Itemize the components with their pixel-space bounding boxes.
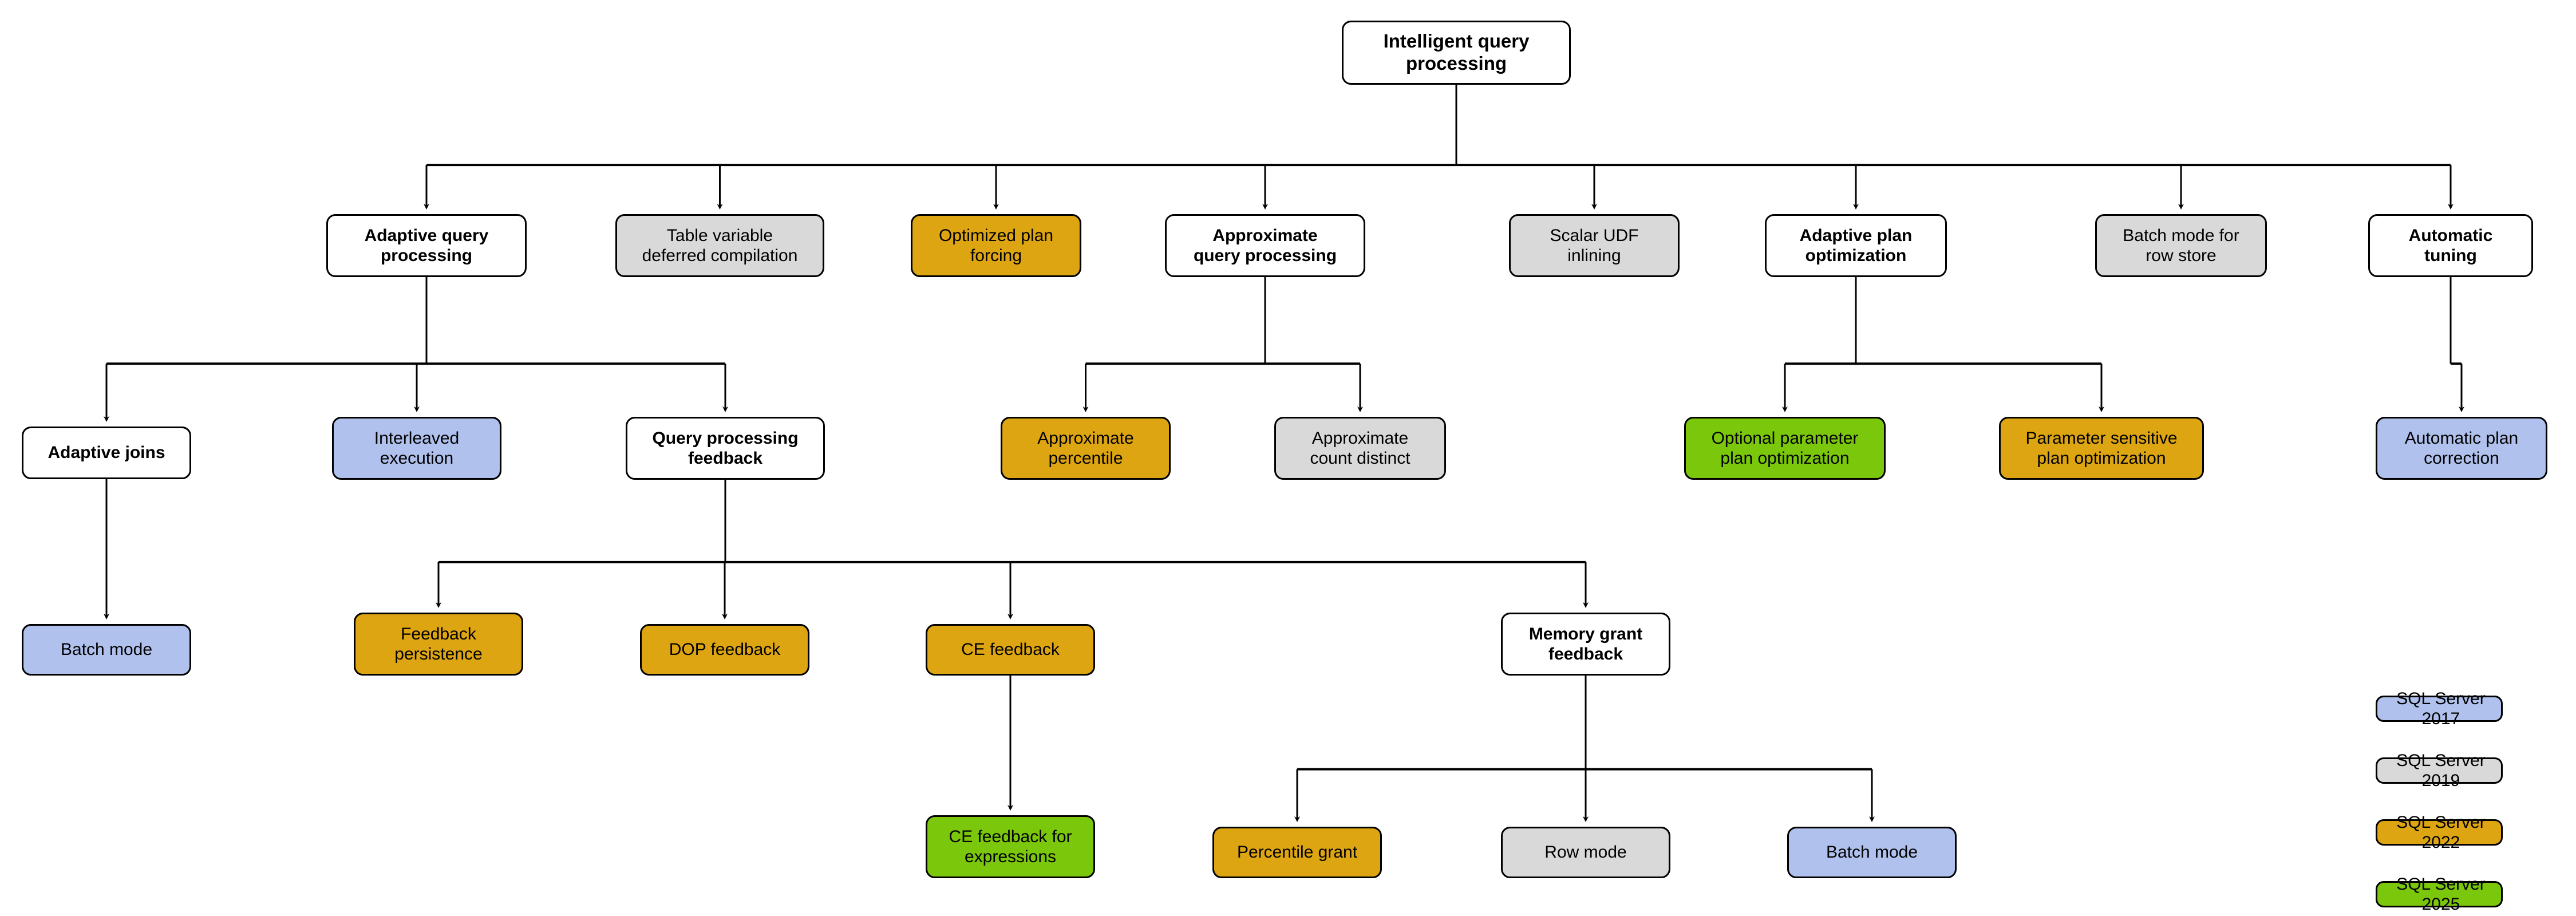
node-root[interactable]: Intelligent query processing bbox=[1342, 21, 1571, 85]
node-label: Parameter sensitive plan optimization bbox=[2025, 428, 2178, 468]
node-label: Optimized plan forcing bbox=[938, 226, 1054, 265]
node-label: Adaptive joins bbox=[48, 443, 165, 463]
node-query-processing-feedback[interactable]: Query processing feedback bbox=[626, 417, 825, 480]
node-row-mode[interactable]: Row mode bbox=[1501, 827, 1670, 878]
node-batch-mode-for-row-store[interactable]: Batch mode for row store bbox=[2095, 214, 2267, 277]
node-percentile-grant[interactable]: Percentile grant bbox=[1212, 827, 1382, 878]
legend-item-sql-server-2025[interactable]: SQL Server 2025 bbox=[2376, 875, 2503, 914]
node-interleaved-execution[interactable]: Interleaved execution bbox=[332, 417, 501, 480]
node-automatic-plan-correction[interactable]: Automatic plan correction bbox=[2376, 417, 2547, 480]
node-approximate-query-processing[interactable]: Approximate query processing bbox=[1165, 214, 1365, 277]
legend-item-label: SQL Server 2025 bbox=[2396, 874, 2486, 914]
node-label: Automatic plan correction bbox=[2404, 428, 2519, 468]
node-label: Percentile grant bbox=[1236, 843, 1358, 862]
node-label: DOP feedback bbox=[669, 640, 781, 660]
node-label: Interleaved execution bbox=[374, 428, 460, 468]
node-label: Batch mode bbox=[1826, 843, 1918, 862]
node-adaptive-query-processing[interactable]: Adaptive query processing bbox=[326, 214, 527, 277]
node-label: Optional parameter plan optimization bbox=[1711, 428, 1859, 468]
node-feedback-persistence[interactable]: Feedback persistence bbox=[354, 613, 523, 676]
node-label: Adaptive query processing bbox=[364, 226, 489, 265]
node-adaptive-joins[interactable]: Adaptive joins bbox=[22, 427, 191, 479]
legend-item-sql-server-2017[interactable]: SQL Server 2017 bbox=[2376, 689, 2503, 728]
node-label: Memory grant feedback bbox=[1528, 624, 1643, 664]
legend-item-label: SQL Server 2022 bbox=[2396, 812, 2486, 852]
node-optimized-plan-forcing[interactable]: Optimized plan forcing bbox=[911, 214, 1081, 277]
node-label: Intelligent query processing bbox=[1383, 30, 1530, 74]
node-dop-feedback[interactable]: DOP feedback bbox=[640, 624, 809, 676]
legend-item-sql-server-2019[interactable]: SQL Server 2019 bbox=[2376, 751, 2503, 790]
node-label: Batch mode bbox=[60, 640, 153, 660]
node-label: Approximate count distinct bbox=[1310, 428, 1411, 468]
legend-item-sql-server-2022[interactable]: SQL Server 2022 bbox=[2376, 813, 2503, 852]
node-label: Query processing feedback bbox=[652, 428, 799, 468]
node-label: CE feedback for expressions bbox=[949, 827, 1072, 866]
node-batch-mode[interactable]: Batch mode bbox=[22, 624, 191, 676]
node-label: Scalar UDF inlining bbox=[1550, 226, 1639, 265]
node-ce-feedback[interactable]: CE feedback bbox=[926, 624, 1095, 676]
node-label: CE feedback bbox=[961, 640, 1060, 660]
legend-item-label: SQL Server 2017 bbox=[2396, 689, 2486, 728]
node-automatic-tuning[interactable]: Automatic tuning bbox=[2368, 214, 2533, 277]
node-ce-feedback-for-expressions[interactable]: CE feedback for expressions bbox=[926, 815, 1095, 878]
node-adaptive-plan-optimization[interactable]: Adaptive plan optimization bbox=[1765, 214, 1947, 277]
node-label: Table variable deferred compilation bbox=[642, 226, 798, 265]
legend-item-label: SQL Server 2019 bbox=[2396, 751, 2486, 790]
node-scalar-udf-inlining[interactable]: Scalar UDF inlining bbox=[1509, 214, 1680, 277]
node-label: Approximate percentile bbox=[1037, 428, 1134, 468]
node-label: Adaptive plan optimization bbox=[1799, 226, 1913, 265]
node-approximate-count-distinct[interactable]: Approximate count distinct bbox=[1274, 417, 1446, 480]
node-label: Batch mode for row store bbox=[2123, 226, 2239, 265]
node-label: Feedback persistence bbox=[394, 624, 483, 664]
node-approximate-percentile[interactable]: Approximate percentile bbox=[1001, 417, 1171, 480]
node-label: Automatic tuning bbox=[2408, 226, 2493, 265]
node-label: Row mode bbox=[1544, 843, 1627, 862]
node-parameter-sensitive-plan-optimization[interactable]: Parameter sensitive plan optimization bbox=[1999, 417, 2204, 480]
node-memory-grant-feedback[interactable]: Memory grant feedback bbox=[1501, 613, 1670, 676]
node-table-variable-deferred-compilation[interactable]: Table variable deferred compilation bbox=[615, 214, 824, 277]
node-optional-parameter-plan-optimization[interactable]: Optional parameter plan optimization bbox=[1684, 417, 1886, 480]
node-label: Approximate query processing bbox=[1193, 226, 1337, 265]
node-batch-mode-memory-grant[interactable]: Batch mode bbox=[1787, 827, 1957, 878]
